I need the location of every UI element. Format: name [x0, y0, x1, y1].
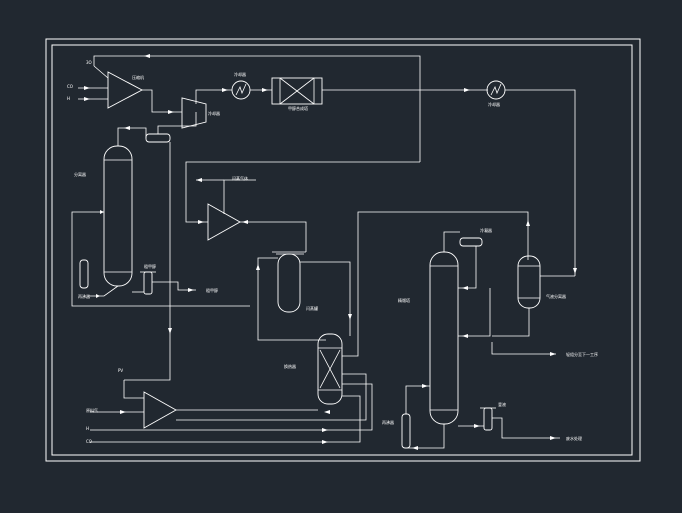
label-separator: 分离器: [74, 171, 86, 177]
outer-frame: [45, 38, 641, 462]
label-flash-tank: 闪蒸罐: [306, 305, 318, 311]
compressor-2: [181, 97, 207, 129]
label-heat-exchanger: 换热器: [284, 363, 296, 369]
condenser-right: [517, 255, 541, 309]
label-reactor: 甲醇合成塔: [288, 105, 308, 111]
label-cooler-2: 冷却器: [488, 101, 500, 107]
separator-column: [103, 145, 133, 287]
compressor-1: [107, 71, 143, 109]
label-h-in: H: [67, 96, 70, 101]
label-light-to-next: 轻组分至下一工序: [566, 351, 598, 357]
label-compressor-1: 压缩机: [132, 74, 144, 80]
main-bottom-drum: [483, 407, 493, 431]
separator-reboiler: [79, 259, 89, 289]
label-condenser-right: 气液分离器: [546, 293, 566, 299]
label-crude-out: 粗甲醇: [206, 287, 218, 293]
line-cooler2-out: [505, 89, 576, 276]
line-comp2-out: [195, 89, 232, 104]
label-feed-h: H: [86, 426, 89, 431]
label-water: PV: [118, 368, 123, 373]
column-top-condenser: [459, 237, 483, 247]
label-main-reboiler: 再沸器: [382, 419, 394, 425]
label-bottom-product: 釜液: [498, 401, 506, 407]
main-reboiler: [401, 413, 411, 449]
label-separator-bottom: 粗甲醇: [144, 263, 156, 269]
flash-tank: [277, 253, 301, 313]
separator-bottom-drum: [143, 271, 153, 295]
label-column-top: 冷凝器: [480, 227, 492, 233]
line-recycle-in: [93, 65, 109, 79]
line-comp1-out: [142, 89, 182, 113]
heat-exchanger: [317, 333, 343, 405]
label-compressor-2: 冷却器: [208, 110, 220, 116]
line-recycle-loop: [142, 55, 421, 162]
inner-frame: [51, 44, 633, 456]
label-reboiler-left-sep: 再沸器: [78, 293, 90, 299]
label-recycle-in: 3O: [86, 60, 92, 65]
label-heater-1: 冷却器: [234, 71, 246, 77]
compressor-feed: [143, 391, 177, 429]
reactor: [271, 77, 323, 105]
label-main-column: 精馏塔: [398, 297, 410, 303]
label-bottom-to-next: 废水处理: [566, 435, 582, 441]
separator-top-condenser: [145, 133, 171, 143]
label-flash-gas: 闪蒸气体: [232, 175, 248, 181]
label-co-in: CO: [67, 84, 73, 89]
label-feed-co: CO: [86, 439, 92, 444]
main-column: [429, 251, 459, 425]
label-feed: 原料气: [86, 407, 98, 413]
